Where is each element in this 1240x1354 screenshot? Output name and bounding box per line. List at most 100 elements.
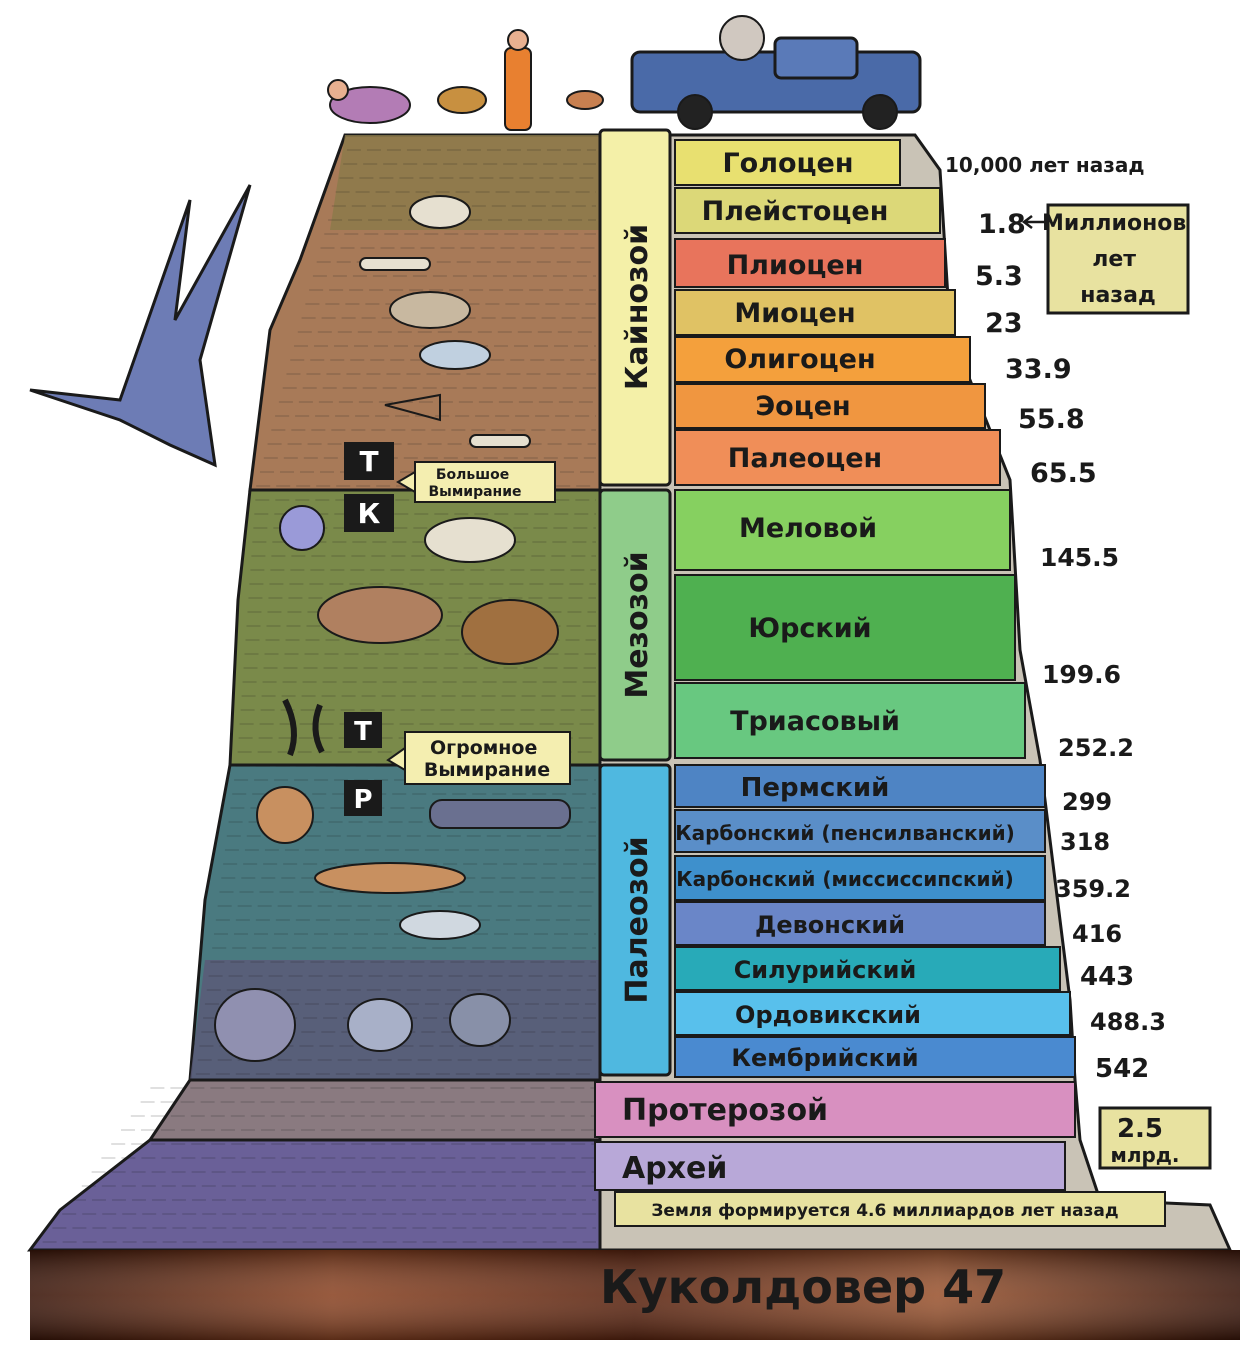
age-label: 318: [1060, 828, 1110, 856]
standing-person-icon: [504, 47, 532, 131]
tk-marker-k-label: К: [358, 497, 381, 530]
banner: Куколдовер 47: [30, 1250, 1240, 1340]
tk-marker-k: [344, 494, 394, 532]
age-label: 10,000 лет назад: [945, 153, 1145, 177]
dinosaur-skull-fossil-icon: [424, 517, 516, 563]
leaf-fossil-icon: [461, 599, 559, 665]
billion-note: 2.5 млрд.: [1098, 1106, 1212, 1170]
billion-unit: млрд.: [1110, 1143, 1179, 1167]
period-bar: [674, 1036, 1076, 1078]
age-label: 488.3: [1090, 1008, 1166, 1036]
ammonite-cargo-icon: [719, 15, 765, 61]
era-bar-mesozoic: [598, 488, 672, 762]
period-bar: [674, 764, 1046, 808]
rock-strata-cenozoic-top: [330, 135, 600, 230]
truck-wheel-icon: [862, 94, 898, 130]
period-bar: [674, 383, 986, 429]
skull-fossil-icon: [389, 291, 471, 329]
rock-strata-archean: [27, 1138, 602, 1252]
skull-fossil-icon: [409, 195, 471, 229]
period-label: Миоцен: [734, 298, 855, 329]
millions-note: Миллионов лет назад: [1021, 203, 1194, 315]
period-bar: [674, 139, 901, 186]
tp-marker-t: [344, 712, 382, 748]
period-label: Силурийский: [734, 956, 917, 984]
age-label: 359.2: [1055, 875, 1131, 903]
tk-marker-t: [344, 442, 394, 480]
age-label: 23: [985, 308, 1023, 339]
dog-icon: [437, 86, 487, 114]
eon-label-proterozoic: Протерозой: [622, 1093, 828, 1128]
era-label-paleozoic: Палеозой: [620, 836, 655, 1003]
period-bar: [674, 946, 1061, 991]
standing-person-head-icon: [507, 29, 529, 51]
period-label: Плейстоцен: [702, 196, 889, 227]
age-label: 199.6: [1042, 660, 1121, 689]
period-label: Голоцен: [722, 148, 853, 179]
age-label: 65.5: [1030, 458, 1097, 489]
extinction-notes: Большое Вымирание Огромное Вымирание: [386, 461, 571, 785]
billion-note-box: [1098, 1106, 1212, 1170]
period-label: Карбонский (пенсилванский): [675, 821, 1015, 845]
period-bar: [674, 489, 1011, 571]
truck-cab-icon: [773, 36, 859, 80]
bone-fossil-icon: [359, 257, 431, 271]
trex-skull-fossil-icon: [317, 586, 443, 644]
ammonite-fossil-icon: [279, 505, 325, 551]
fish-fossil-icon: [429, 799, 571, 829]
earth-forms-note: Земля формируется 4.6 миллиардов лет наз…: [614, 1191, 1166, 1227]
period-label: Пермский: [741, 773, 890, 803]
era-bar-cenozoic: [598, 128, 672, 487]
period-bar: [674, 187, 941, 234]
earth-forms-box: [614, 1191, 1166, 1227]
eon-bar-archean: [594, 1141, 1066, 1191]
age-label: 5.3: [975, 261, 1023, 292]
era-label-mesozoic: Мезозой: [620, 551, 655, 698]
banner-text: Куколдовер 47: [600, 1260, 1006, 1314]
earth-forms-text: Земля формируется 4.6 миллиардов лет наз…: [651, 1201, 1118, 1221]
age-label: 299: [1062, 788, 1112, 816]
period-bar: [674, 809, 1046, 853]
period-bar: [674, 429, 1001, 486]
period-label: Триасовый: [730, 706, 900, 737]
period-bar: [674, 855, 1046, 901]
period-label: Ордовикский: [735, 1001, 921, 1029]
age-label: 145.5: [1040, 543, 1119, 572]
period-label: Меловой: [739, 513, 877, 544]
tp-marker-t-label: Т: [354, 717, 372, 747]
period-label: Палеоцен: [728, 443, 882, 474]
extinction-small-text: Большое Вымирание: [428, 467, 521, 500]
tk-marker-t-label: Т: [359, 445, 378, 478]
period-bar: [674, 991, 1071, 1036]
age-label: 55.8: [1018, 404, 1085, 435]
eon-column: Протерозой Архей: [594, 1081, 1076, 1191]
tp-marker-p: [344, 780, 382, 816]
skull-fossil-icon: [419, 340, 491, 370]
boundary-markers: Т К Т Р: [344, 442, 394, 816]
era-column: Кайнозой Мезозой Палеозой: [598, 128, 672, 1077]
eon-label-archean: Архей: [622, 1151, 727, 1186]
plant-fossil-icon: [282, 698, 325, 757]
period-bar: [674, 682, 1026, 759]
age-label: 416: [1072, 920, 1122, 948]
fish-fossil-icon: [314, 862, 466, 894]
age-label: 33.9: [1005, 354, 1072, 385]
callout-pointer-icon: [396, 470, 416, 494]
period-bar: [674, 901, 1046, 946]
digger-head-icon: [327, 79, 349, 101]
era-bar-paleozoic: [598, 763, 672, 1077]
pterosaur-icon: [29, 184, 252, 468]
period-bar: [674, 336, 971, 383]
age-label: 542: [1095, 1054, 1149, 1084]
extinction-big-box: [404, 731, 571, 785]
shell-fossil-icon: [347, 998, 413, 1052]
fish-fossil-icon: [384, 393, 441, 422]
bone-fossil-icon: [469, 434, 531, 448]
billion-value: 2.5: [1117, 1114, 1163, 1144]
age-label: 443: [1080, 962, 1134, 992]
rabbit-icon: [566, 90, 604, 110]
extinction-big-text: Огромное Вымирание: [424, 737, 550, 781]
extinction-small-box: [414, 461, 556, 503]
digger-person-icon: [329, 86, 411, 124]
millions-note-text: Миллионов лет назад: [1042, 211, 1194, 308]
